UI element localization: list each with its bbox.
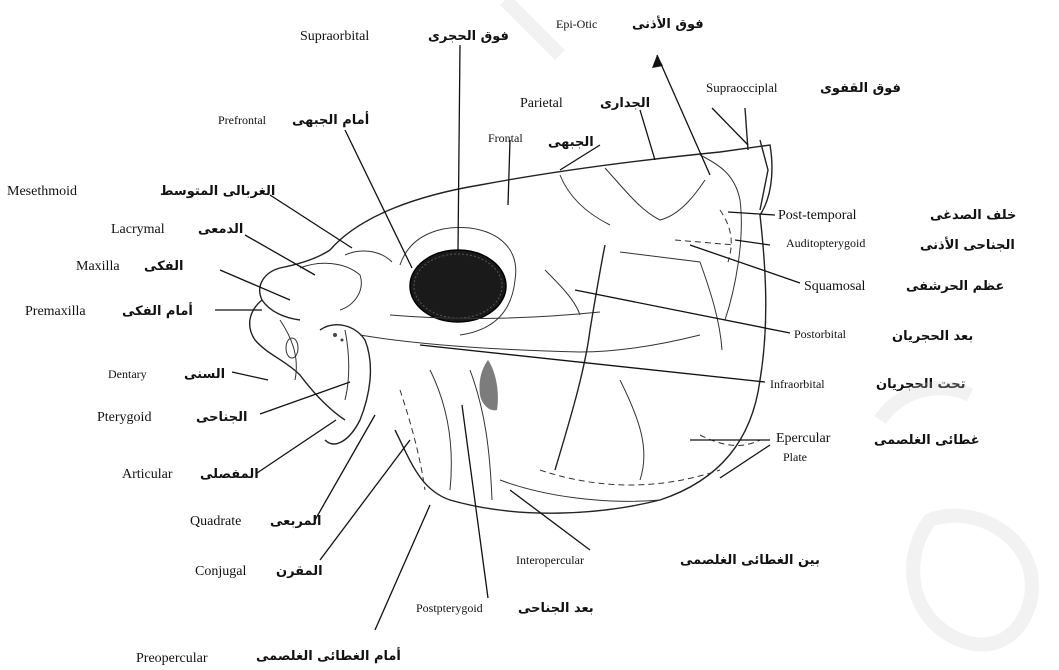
label-dentary-ar: السنى [184, 367, 225, 382]
label-articular-en: Articular [122, 467, 173, 482]
label-auditopterygoid-en: Auditopterygoid [786, 236, 865, 250]
label-articular-ar: المفصلى [200, 467, 259, 482]
labels: Supraorbital فوق الحجرى Epi-Otic فوق الأ… [7, 15, 1016, 666]
label-parietal-ar: الجدارى [600, 96, 650, 111]
label-prefrontal-ar: أمام الجبهى [292, 111, 369, 128]
label-supraocciplal-en: Supraocciplal [706, 80, 778, 95]
label-quadrate-en: Quadrate [190, 514, 241, 529]
label-dentary-en: Dentary [108, 367, 147, 381]
label-prefrontal-en: Prefrontal [218, 113, 267, 127]
label-premaxilla-ar: أمام الفكى [122, 302, 193, 319]
label-frontal-ar: الجبهى [548, 135, 594, 150]
label-epercular-plate-en: Plate [783, 450, 807, 464]
label-conjugal-en: Conjugal [195, 564, 246, 579]
label-preopercular-en: Preopercular [136, 651, 208, 666]
label-premaxilla-en: Premaxilla [25, 304, 86, 319]
label-epercular-en: Epercular [776, 431, 831, 446]
label-epi-otic-en: Epi-Otic [556, 17, 597, 31]
label-squamosal-ar: عظم الحرشفى [906, 279, 1004, 294]
skull-drawing [250, 108, 772, 513]
label-conjugal-ar: المقرن [276, 564, 323, 579]
label-preopercular-ar: أمام الغطائى الغلصمى [256, 647, 401, 664]
label-parietal-en: Parietal [520, 96, 563, 111]
watermark-strokes [505, 0, 1032, 645]
label-maxilla-en: Maxilla [76, 259, 120, 274]
label-post-temporal-ar: خلف الصدغى [930, 208, 1016, 223]
label-mesethmoid-en: Mesethmoid [7, 184, 77, 199]
label-auditopterygoid-ar: الجناحى الأذنى [920, 236, 1015, 253]
label-postorbital-en: Postorbital [794, 327, 847, 341]
label-maxilla-ar: الفكى [144, 259, 183, 274]
label-lacrymal-ar: الدمعى [198, 222, 243, 237]
label-postorbital-ar: بعد الحجريان [892, 329, 973, 344]
label-frontal-en: Frontal [488, 131, 523, 145]
label-mesethmoid-ar: الغربالى المتوسط [160, 184, 275, 199]
label-pterygoid-ar: الجناحى [196, 410, 247, 425]
label-squamosal-en: Squamosal [804, 279, 866, 294]
label-quadrate-ar: المربعى [270, 514, 322, 529]
label-supraocciplal-ar: فوق القفوى [820, 81, 901, 96]
label-infraorbital-en: Infraorbital [770, 377, 825, 391]
label-epi-otic-ar: فوق الأذنى [632, 15, 704, 32]
label-interopercular-ar: بين الغطائى الغلصمى [680, 553, 820, 568]
label-supraorbital-ar: فوق الحجرى [428, 29, 509, 44]
label-pterygoid-en: Pterygoid [97, 410, 151, 425]
label-post-temporal-en: Post-temporal [778, 208, 857, 223]
label-supraorbital-en: Supraorbital [300, 29, 369, 44]
label-postpterygoid-en: Postpterygoid [416, 601, 483, 615]
label-epercular-plate-ar: غطائى الغلصمى [874, 433, 980, 448]
label-interopercular-en: Interopercular [516, 553, 584, 567]
label-lacrymal-en: Lacrymal [111, 222, 165, 237]
label-postpterygoid-ar: بعد الجناحى [518, 601, 594, 616]
